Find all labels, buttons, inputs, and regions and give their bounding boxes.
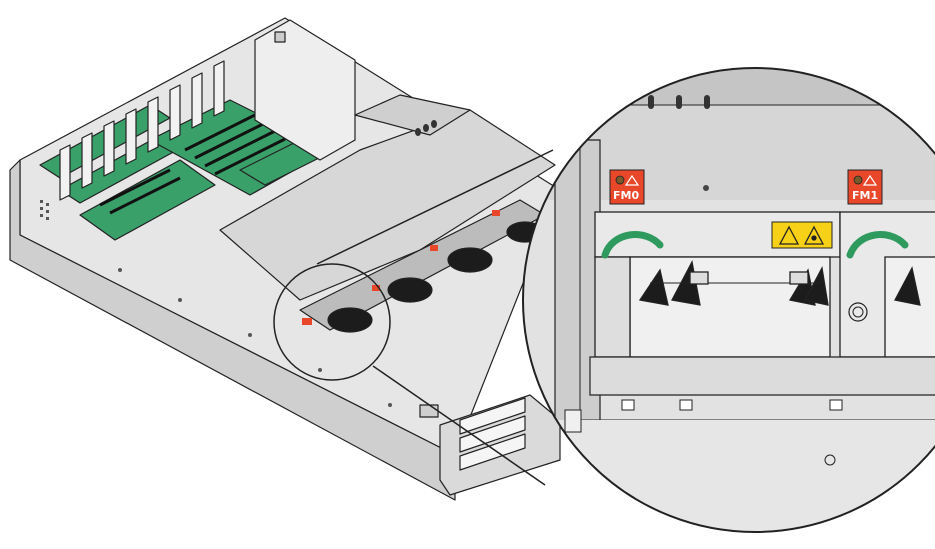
rear-vents: [40, 200, 49, 220]
side-mount-holes: [118, 268, 392, 407]
warning-triangle-icon: [862, 174, 878, 186]
callout-small-circle: [273, 263, 391, 381]
warning-triangle-icon: [624, 174, 640, 186]
air-duct: [219, 109, 556, 301]
status-led-icon: [853, 175, 863, 185]
fan-module-1-status-label: FM1: [847, 169, 883, 205]
fan-modules-row: [327, 221, 544, 333]
power-supply-latch: [274, 31, 286, 43]
warning-triangle-icon: [778, 225, 800, 245]
drive-bays: [459, 397, 526, 471]
detail-chassis-wall: [554, 139, 601, 532]
fan-1-blades: [894, 266, 921, 306]
detail-bracket: [564, 409, 582, 433]
duct-screw: [703, 185, 709, 191]
captive-screw-icon: [848, 302, 868, 322]
fan-0-pull-handle: [601, 231, 664, 259]
power-supply-bay: [254, 19, 356, 161]
duct-vents: [648, 95, 710, 109]
front-io-panel: [419, 404, 439, 418]
fan-hazard-icon: [803, 225, 825, 245]
callout-connector: [273, 149, 554, 486]
fan-module-0: [594, 211, 841, 358]
fan-module-0-label: FM0: [613, 189, 639, 202]
server-chassis: [9, 17, 561, 501]
air-duct-ovals: [415, 120, 437, 136]
dimm-slots: [99, 113, 286, 215]
fan-status-tabs: [302, 210, 500, 325]
floor-screw: [824, 454, 836, 466]
fan-tray-rail: [589, 356, 935, 396]
fan-module-0-status-label: FM0: [609, 169, 645, 205]
fan-module-1-label: FM1: [852, 189, 878, 202]
fan-1-pull-handle: [846, 231, 909, 259]
fan-module-1: [839, 211, 935, 358]
detail-magnified-view: FM0 FM1: [523, 68, 935, 532]
status-led-icon: [615, 175, 625, 185]
pcie-slot-brackets: [59, 60, 225, 201]
air-duct-top: [354, 94, 471, 136]
fan-0-warning-label: [771, 221, 833, 249]
detail-circle-outline: [522, 67, 935, 533]
fan-tray-rail-notches: [621, 399, 843, 411]
